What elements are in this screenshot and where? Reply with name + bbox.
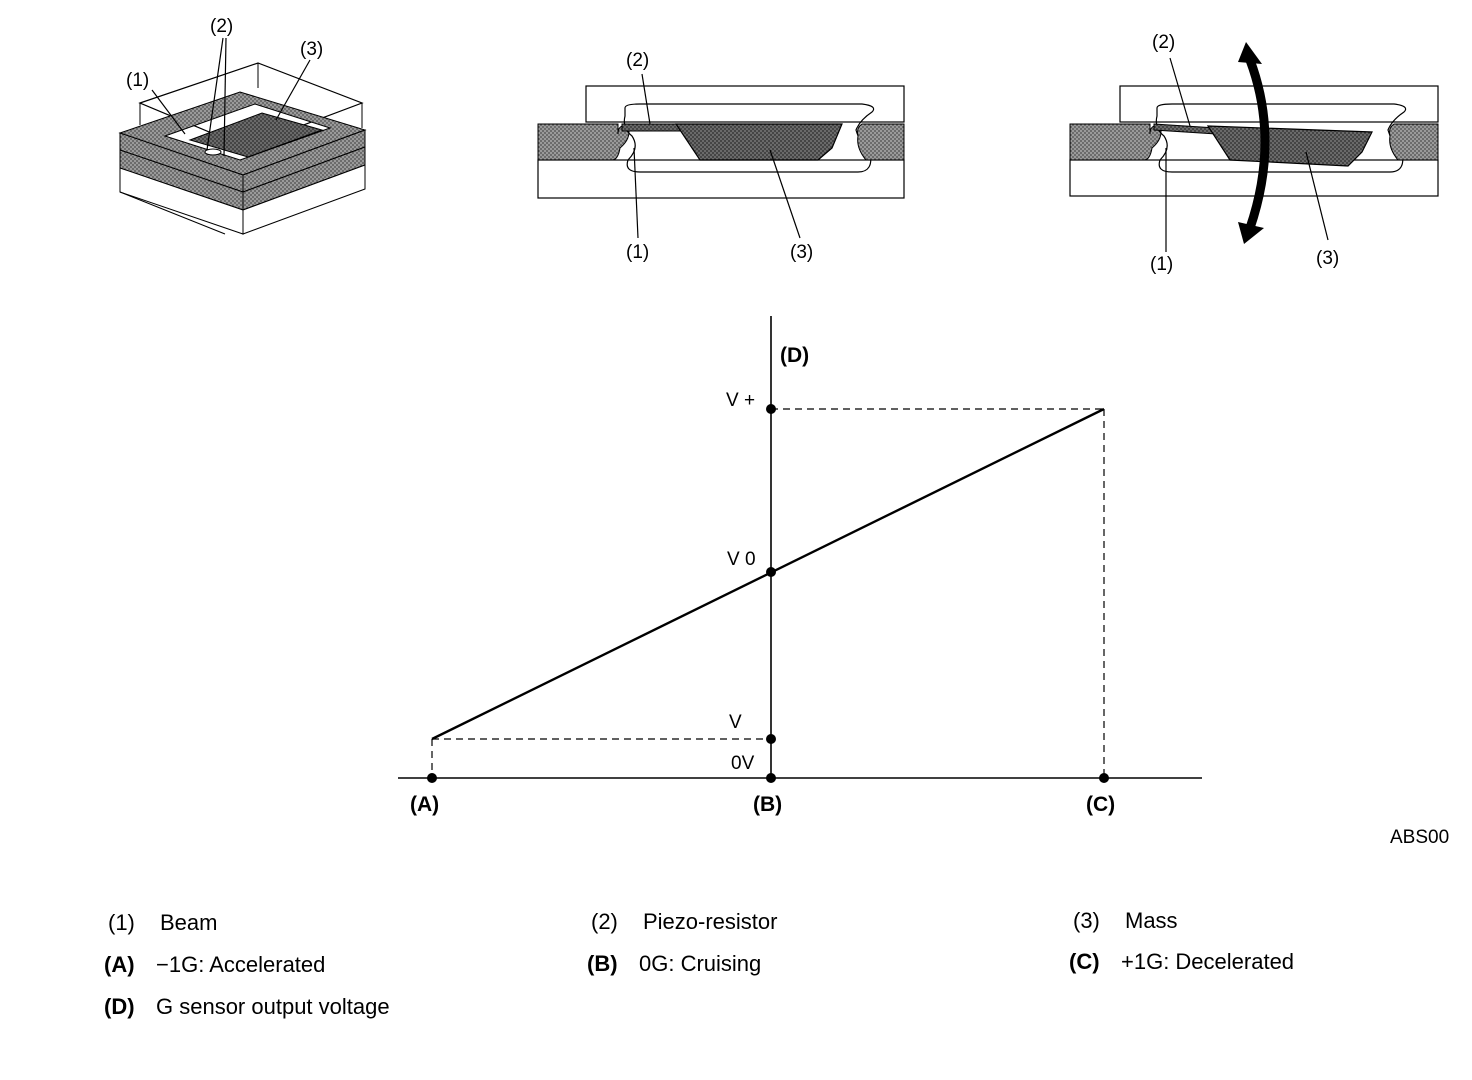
tick-label-v-plus: V + [726, 390, 755, 411]
legend-item-d: (D) G sensor output voltage [104, 994, 390, 1020]
point-b [766, 773, 776, 783]
legend-text: Beam [160, 910, 218, 935]
iso-label-piezo: (2) [210, 16, 233, 37]
legend-text: −1G: Accelerated [156, 952, 326, 977]
legend-key: (A) [104, 952, 135, 977]
point-a [427, 773, 437, 783]
isometric-sensor-chip: (1) (2) (3) [118, 16, 367, 235]
legend-text: G sensor output voltage [156, 994, 390, 1019]
point-v-zero [766, 567, 776, 577]
tick-label-v-zero: V 0 [727, 549, 756, 570]
legend-key: (B) [587, 951, 618, 976]
rest-label-mass: (3) [790, 242, 813, 263]
legend-key: (C) [1069, 949, 1100, 974]
legend-item-a: (A) −1G: Accelerated [104, 952, 325, 978]
cross-section-deflected: (2) (1) (3) [1069, 32, 1439, 275]
defl-label-piezo: (2) [1152, 32, 1175, 53]
legend-text: 0G: Cruising [639, 951, 762, 976]
defl-label-mass: (3) [1316, 248, 1339, 269]
x-label-c: (C) [1086, 793, 1115, 816]
legend-item-b: (B) 0G: Cruising [587, 951, 761, 977]
iso-label-beam: (1) [126, 70, 149, 91]
y-axis-label: (D) [780, 344, 809, 367]
cross-section-rest: (2) (1) (3) [537, 50, 905, 263]
rest-label-piezo: (2) [626, 50, 649, 71]
legend-key: (1) [108, 910, 135, 935]
point-c [1099, 773, 1109, 783]
point-v-plus [766, 404, 776, 414]
legend-item-piezo: (2) Piezo-resistor [591, 909, 777, 935]
tick-label-v-low: V [729, 712, 742, 733]
iso-label-mass: (3) [300, 39, 323, 60]
rest-label-beam: (1) [626, 242, 649, 263]
legend-item-beam: (1) Beam [108, 910, 217, 936]
legend-key: (D) [104, 994, 135, 1019]
legend-text: Mass [1125, 908, 1178, 933]
figure-id: ABS00 [1390, 827, 1449, 848]
x-label-a: (A) [410, 793, 439, 816]
legend-item-mass: (3) Mass [1073, 908, 1178, 934]
point-v-low [766, 734, 776, 744]
tick-label-zero-v: 0V [731, 753, 755, 774]
legend-key: (3) [1073, 908, 1100, 933]
defl-label-beam: (1) [1150, 254, 1173, 275]
x-label-b: (B) [753, 793, 782, 816]
output-voltage-graph: (D) V + V 0 V 0V (A) (B) (C) [398, 316, 1202, 816]
legend-key: (2) [591, 909, 618, 934]
legend-item-c: (C) +1G: Decelerated [1069, 949, 1294, 975]
legend-text: +1G: Decelerated [1121, 949, 1295, 974]
legend-text: Piezo-resistor [643, 909, 778, 934]
